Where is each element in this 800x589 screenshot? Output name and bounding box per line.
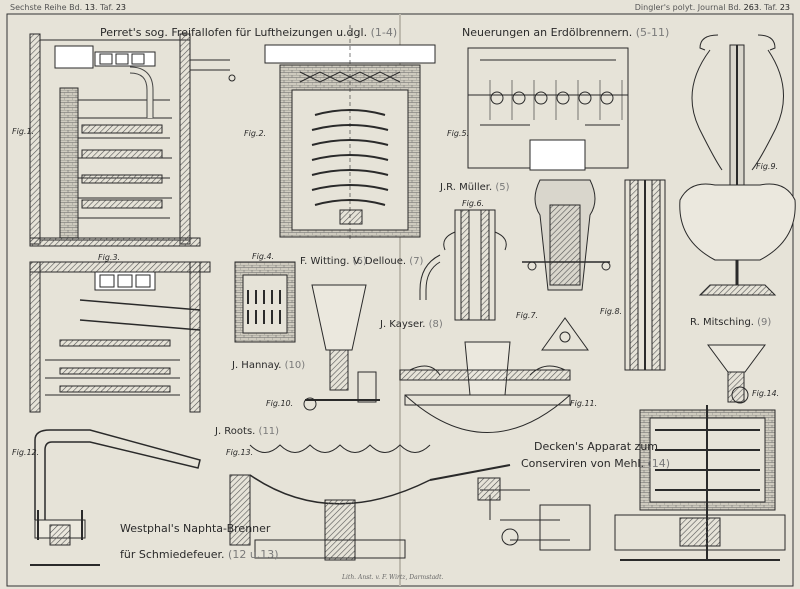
roots-caption-text: J. Roots. bbox=[215, 426, 256, 437]
hannay-caption: J. Hannay. (10) bbox=[232, 361, 305, 371]
fig5-label: Fig.5. bbox=[447, 129, 470, 138]
perret-title-figs: (1-4) bbox=[370, 26, 398, 39]
fig7-drawing bbox=[522, 179, 611, 351]
plate-header-right: Dingler's polyt. Journal Bd. 263. Taf. 2… bbox=[635, 4, 790, 12]
header-volume: 13 bbox=[84, 3, 95, 12]
header-journal-volume: 263 bbox=[743, 3, 759, 12]
fig4-drawing bbox=[234, 261, 296, 343]
mitsching-caption-text: R. Mitsching. bbox=[690, 317, 754, 328]
erdoel-title-text: Neuerungen an Erdölbrennern. bbox=[462, 26, 633, 39]
fig6-label: Fig.6. bbox=[462, 199, 485, 208]
kayser-caption: J. Kayser. (8) bbox=[380, 320, 443, 330]
header-journal-plate: . Taf. bbox=[758, 3, 778, 12]
fig14-label: Fig.14. bbox=[752, 389, 780, 398]
perret-title: Perret's sog. Freifallofen für Luftheizu… bbox=[100, 27, 397, 38]
kayser-caption-text: J. Kayser. bbox=[380, 319, 426, 330]
westphal-caption-line2-text: für Schmiedefeuer. bbox=[120, 548, 225, 561]
fig13-drawing bbox=[229, 444, 511, 561]
fig10-drawing bbox=[303, 284, 380, 411]
westphal-caption-figs: (12 u.13) bbox=[228, 548, 279, 561]
decken-caption-figs: (14) bbox=[647, 457, 671, 470]
mueller-caption-text: J.R. Müller. bbox=[440, 182, 493, 193]
kayser-caption-figs: (8) bbox=[428, 319, 443, 330]
fig14-drawing bbox=[477, 344, 786, 561]
fig4-label: Fig.4. bbox=[252, 252, 275, 261]
header-journal-plate-number: 23 bbox=[779, 3, 790, 12]
delloue-caption-figs: (7) bbox=[409, 256, 424, 267]
decken-caption-line1: Decken's Apparat zum bbox=[534, 440, 659, 453]
witting-caption-figs: (6) bbox=[352, 256, 367, 267]
mitsching-caption: R. Mitsching. (9) bbox=[690, 318, 771, 328]
fig11-drawing bbox=[399, 341, 571, 433]
decken-caption-line2: Conserviren von Mehl. (14) bbox=[521, 458, 670, 469]
header-plate-number: 23 bbox=[115, 3, 127, 12]
westphal-caption-line1: Westphal's Naphta-Brenner bbox=[120, 522, 271, 535]
mitsching-caption-figs: (9) bbox=[757, 317, 772, 328]
fig10-label: Fig.10. bbox=[266, 399, 294, 408]
roots-caption-figs: (11) bbox=[258, 426, 280, 437]
fig9-drawing bbox=[679, 34, 796, 296]
fig11-label: Fig.11. bbox=[570, 399, 598, 408]
lithographer-imprint: Lith. Anst. v. F. Wirtz, Darmstadt. bbox=[342, 574, 444, 581]
plate-header-left: Sechste Reihe Bd. 13. Taf. 23 bbox=[10, 4, 126, 12]
mueller-caption: J.R. Müller. (5) bbox=[440, 183, 509, 193]
decken-caption-line2-text: Conserviren von Mehl. bbox=[521, 457, 644, 470]
fig3-drawing bbox=[29, 261, 211, 413]
fig12-label: Fig.12. bbox=[12, 448, 40, 457]
fig9-label: Fig.9. bbox=[756, 162, 779, 171]
westphal-caption-line2: für Schmiedefeuer. (12 u.13) bbox=[120, 549, 279, 560]
fig8-label: Fig.8. bbox=[600, 307, 623, 316]
delloue-caption: V. Delloue. (7) bbox=[353, 257, 423, 267]
fig7-label: Fig.7. bbox=[516, 311, 539, 320]
header-journal: Dingler's polyt. Journal Bd. bbox=[634, 3, 742, 12]
fig2-label: Fig.2. bbox=[244, 129, 267, 138]
perret-title-text: Perret's sog. Freifallofen für Luftheizu… bbox=[100, 26, 368, 39]
fig1-drawing bbox=[29, 33, 236, 247]
fig6-drawing bbox=[419, 209, 507, 321]
fig12-drawing bbox=[30, 429, 201, 566]
erdoel-title: Neuerungen an Erdölbrennern. (5-11) bbox=[462, 27, 669, 38]
fig1-label: Fig.1. bbox=[12, 127, 35, 136]
fig5-drawing bbox=[467, 47, 629, 171]
fig3-label: Fig.3. bbox=[98, 253, 121, 262]
hannay-caption-figs: (10) bbox=[284, 360, 306, 371]
roots-caption: J. Roots. (11) bbox=[215, 427, 279, 437]
hannay-caption-text: J. Hannay. bbox=[232, 360, 282, 371]
fig2-drawing bbox=[264, 25, 436, 240]
fig8-drawing bbox=[624, 179, 666, 371]
header-series: Sechste Reihe Bd. bbox=[10, 3, 83, 12]
header-plate: . Taf. bbox=[94, 3, 114, 12]
witting-caption-text: F. Witting. bbox=[300, 256, 350, 267]
witting-caption: F. Witting. (6) bbox=[300, 257, 367, 267]
erdoel-title-figs: (5-11) bbox=[635, 26, 670, 39]
fig13-label: Fig.13. bbox=[226, 448, 254, 457]
delloue-caption-text: V. Delloue. bbox=[353, 256, 407, 267]
mueller-caption-figs: (5) bbox=[495, 182, 510, 193]
